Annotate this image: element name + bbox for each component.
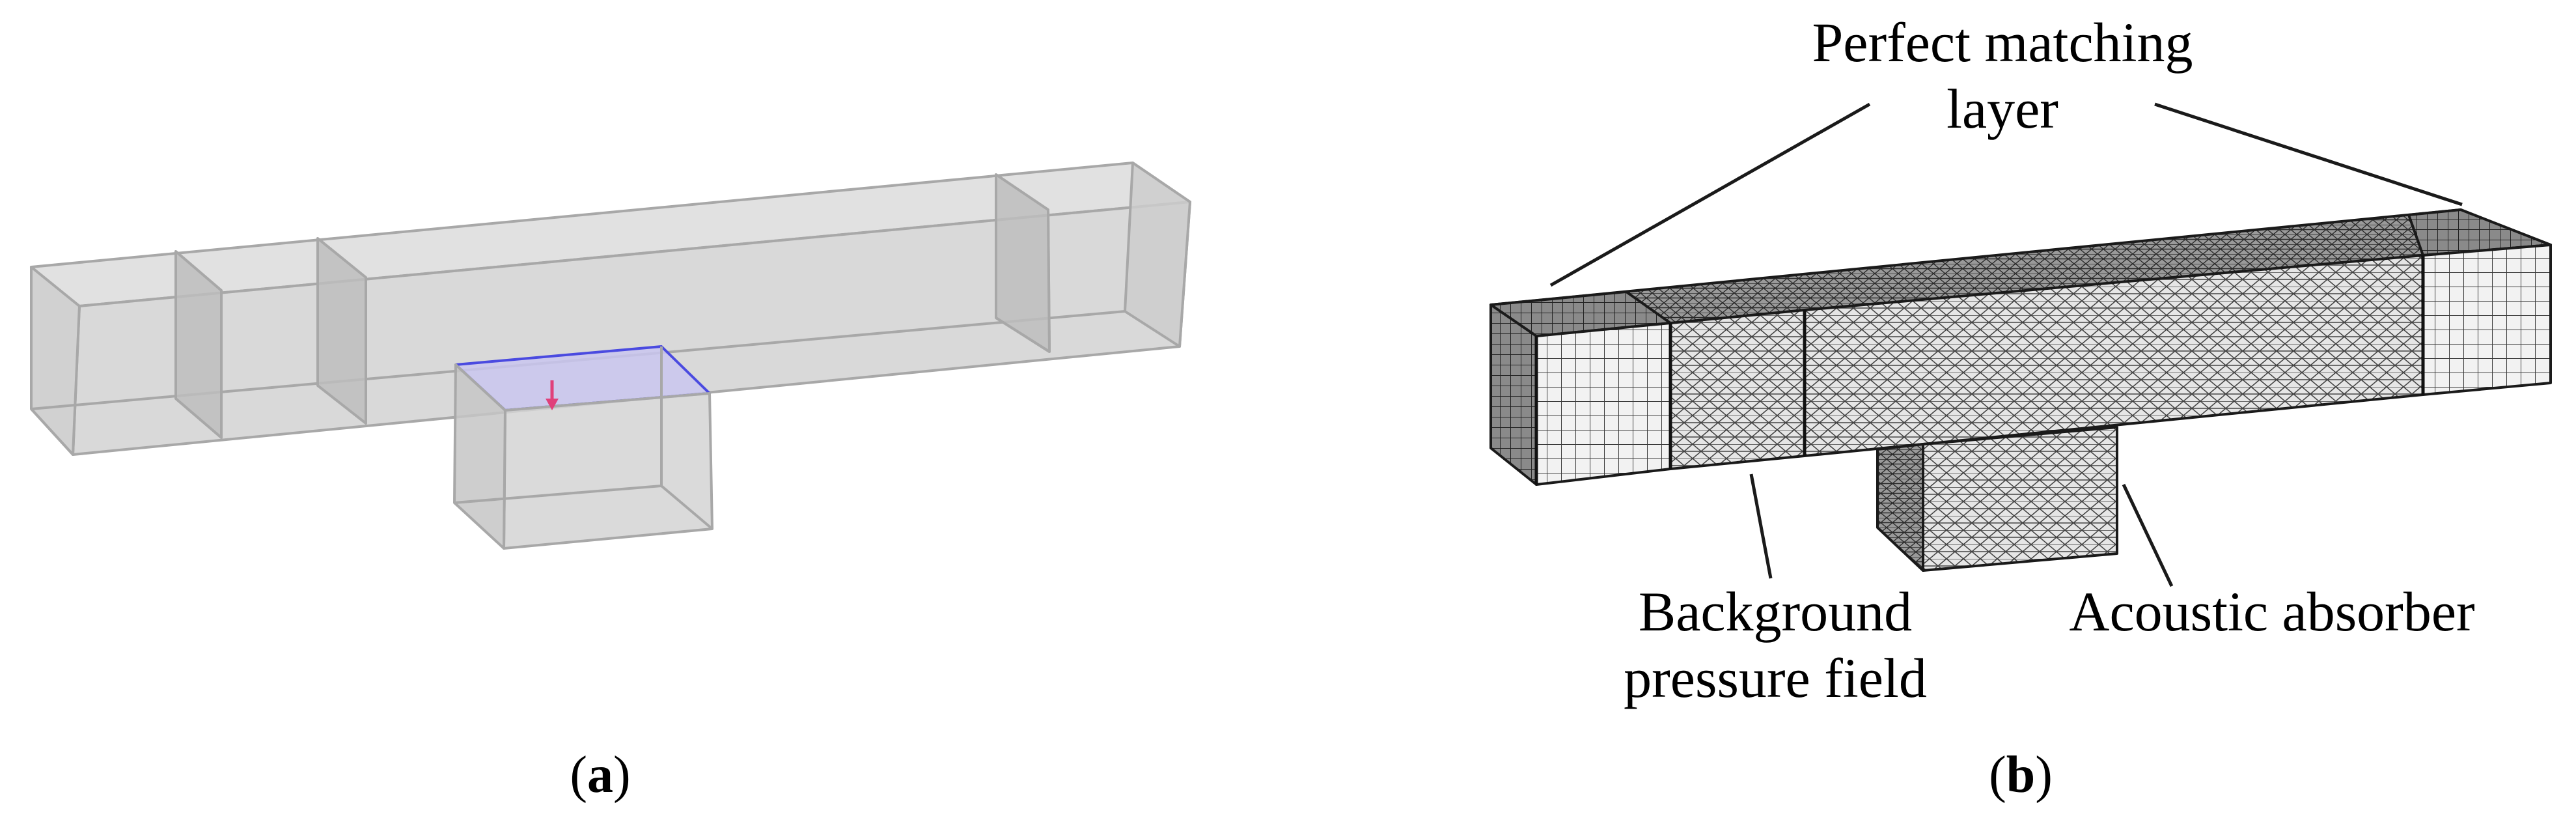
label-absorber: Acoustic absorber xyxy=(2069,580,2474,643)
panel-b-mesh xyxy=(1489,208,2552,572)
label-pml-line2: layer xyxy=(1946,78,2058,140)
mesh-background-field-front xyxy=(1669,309,1806,470)
label-background-line1: Background xyxy=(1639,580,1912,643)
branch-front-face xyxy=(503,392,713,550)
mesh-section-boundaries xyxy=(1534,255,2425,485)
leader-background xyxy=(1749,473,1773,579)
label-pml-line1: Perfect matching xyxy=(1812,11,2193,74)
label-background-line2: pressure field xyxy=(1624,647,1927,709)
leader-pml-left xyxy=(1549,102,1871,287)
duct-right-end xyxy=(1124,162,1191,348)
leader-pml-right xyxy=(2154,102,2463,206)
mesh-pml-left-end xyxy=(1489,303,1538,486)
mesh-pml-left-front xyxy=(1535,322,1672,486)
mesh-absorber-front-face xyxy=(1922,426,2118,572)
mesh-absorber-left-face xyxy=(1876,443,1924,572)
leader-absorber xyxy=(2122,483,2174,587)
boundary-arrow-icon xyxy=(546,380,559,410)
duct-section-shade-right xyxy=(995,173,1051,353)
caption-b: (b) xyxy=(1989,746,2053,804)
panel-a-geometry xyxy=(30,162,1191,550)
annotation-leader-lines xyxy=(1549,102,2463,587)
duct-section-shade-left xyxy=(174,250,223,439)
duct-section-shade-mid xyxy=(316,237,367,425)
mesh-pml-right-front xyxy=(2422,244,2552,396)
caption-a: (a) xyxy=(570,746,630,804)
